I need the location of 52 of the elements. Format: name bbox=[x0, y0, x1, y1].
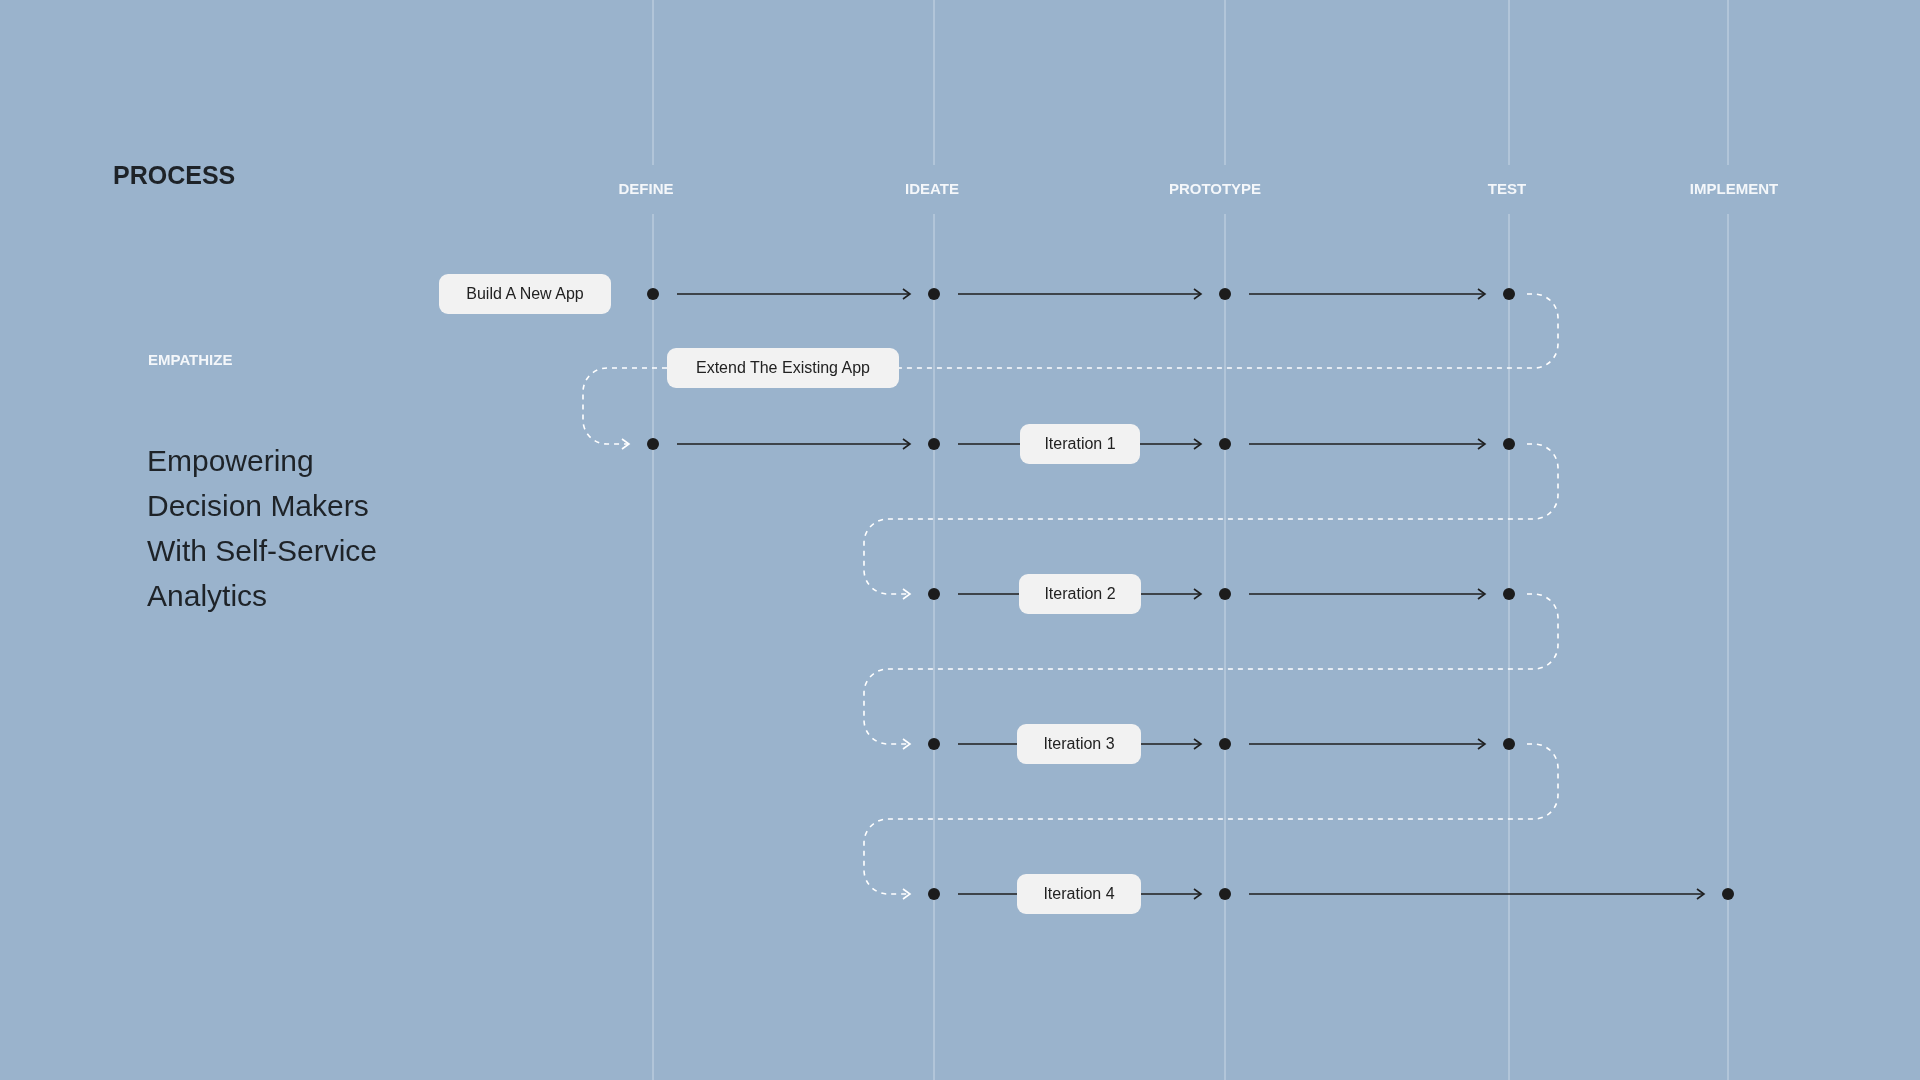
timeline-dot bbox=[647, 438, 659, 450]
timeline-dot bbox=[1722, 888, 1734, 900]
timeline-dot bbox=[1503, 438, 1515, 450]
timeline-dot bbox=[1219, 888, 1231, 900]
column-header: IDEATE bbox=[905, 180, 959, 197]
timeline-dot bbox=[1503, 588, 1515, 600]
timeline-dot bbox=[1219, 738, 1231, 750]
column-header: IMPLEMENT bbox=[1689, 180, 1779, 197]
step-pill: Iteration 1 bbox=[1020, 424, 1140, 464]
timeline-dot bbox=[928, 588, 940, 600]
step-pill: Iteration 2 bbox=[1019, 574, 1141, 614]
section-title: PROCESS bbox=[113, 161, 236, 190]
column-header: DEFINE bbox=[618, 180, 674, 197]
headline-text: Empowering Decision Makers With Self-Service Analytics bbox=[147, 443, 379, 614]
column-header: TEST bbox=[1487, 180, 1527, 197]
step-pill: Build A New App bbox=[439, 274, 611, 314]
dashed-connector bbox=[863, 443, 1559, 600]
column-header: PROTOTYPE bbox=[1168, 180, 1262, 197]
arrow bbox=[1248, 438, 1486, 450]
timeline-dot bbox=[1219, 438, 1231, 450]
connector-line bbox=[957, 743, 1018, 745]
dashed-connector bbox=[863, 593, 1559, 750]
step-pill: Iteration 4 bbox=[1017, 874, 1141, 914]
timeline-dot bbox=[1219, 288, 1231, 300]
dashed-connector bbox=[898, 293, 1559, 369]
dashed-connector bbox=[582, 367, 668, 450]
dashed-connector bbox=[863, 743, 1559, 900]
arrow bbox=[1140, 888, 1202, 900]
connector-line bbox=[957, 593, 1020, 595]
timeline-dot bbox=[1503, 738, 1515, 750]
timeline-dot bbox=[1219, 588, 1231, 600]
timeline-dot bbox=[1503, 288, 1515, 300]
arrow bbox=[1248, 288, 1486, 300]
arrow bbox=[676, 288, 911, 300]
arrow bbox=[1139, 438, 1202, 450]
arrow bbox=[1248, 888, 1705, 900]
arrow bbox=[1248, 738, 1486, 750]
connector-line bbox=[957, 443, 1021, 445]
step-pill: Iteration 3 bbox=[1017, 724, 1141, 764]
timeline-dot bbox=[928, 438, 940, 450]
arrow bbox=[1140, 738, 1202, 750]
timeline-dot bbox=[928, 288, 940, 300]
arrow bbox=[957, 288, 1202, 300]
timeline-dot bbox=[928, 738, 940, 750]
phase-label: EMPATHIZE bbox=[148, 351, 233, 368]
connector-line bbox=[957, 893, 1018, 895]
timeline-dot bbox=[647, 288, 659, 300]
arrow bbox=[1140, 588, 1202, 600]
step-pill: Extend The Existing App bbox=[667, 348, 899, 388]
arrow bbox=[676, 438, 911, 450]
arrow bbox=[1248, 588, 1486, 600]
timeline-dot bbox=[928, 888, 940, 900]
